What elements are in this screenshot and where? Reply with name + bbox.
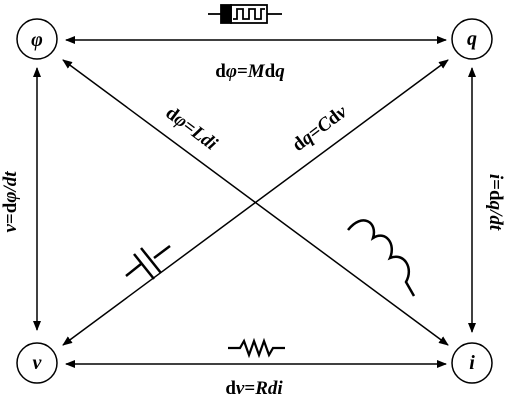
relation-voltage-flux: v=dφ/dt <box>0 171 21 233</box>
node-q: q <box>451 18 493 60</box>
node-phi-label: φ <box>31 29 43 51</box>
resistor-icon <box>228 337 285 359</box>
inductor-icon <box>347 219 416 297</box>
node-i: i <box>451 342 493 384</box>
memristor-icon <box>208 4 282 24</box>
node-phi: φ <box>16 18 58 60</box>
relation-charge-voltage: dq=Cdv <box>288 101 351 156</box>
relation-flux-charge: dφ=Mdq <box>215 61 285 82</box>
relation-flux-current: dφ=Ldi <box>161 102 221 155</box>
relation-voltage-current: dv=Rdi <box>225 378 283 399</box>
relation-current-charge: i=dq/dt <box>485 174 506 231</box>
capacitor-icon <box>125 245 171 280</box>
node-v: v <box>16 342 58 384</box>
node-i-label: i <box>469 352 475 374</box>
node-v-label: v <box>33 352 43 374</box>
node-q-label: q <box>467 28 477 50</box>
arrow-v-q <box>62 59 449 346</box>
